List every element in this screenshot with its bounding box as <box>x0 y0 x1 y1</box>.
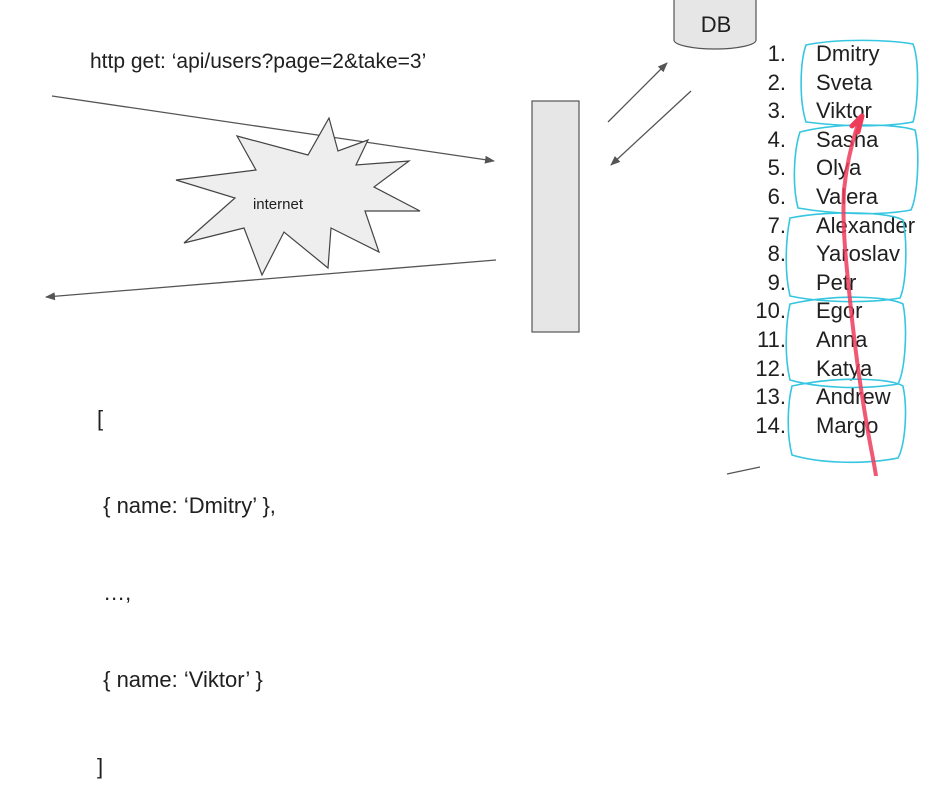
list-item-name: Anna <box>816 327 868 352</box>
list-item-name: Katya <box>816 355 873 381</box>
list-item-name: Margo <box>816 412 879 438</box>
server-to-db-arrow <box>607 62 668 123</box>
list-item-number: 6. <box>767 184 786 209</box>
list-item-name: Olya <box>816 155 862 181</box>
db-label: DB <box>700 12 732 37</box>
list-item-name: Sveta <box>816 69 873 95</box>
response-line: [ <box>97 406 104 431</box>
list-item-number: 5. <box>767 155 786 181</box>
list-item-number: 2. <box>767 69 786 95</box>
response-line: { name: ‘Dmitry’ }, <box>97 493 276 518</box>
db-cylinder <box>673 0 757 50</box>
list-item-number: 10. <box>755 298 786 324</box>
list-item-name: Dmitry <box>816 41 880 66</box>
list-item-name: Sasha <box>816 126 879 152</box>
request-arrow <box>51 95 495 164</box>
response-json: [ { name: ‘Dmitry’ }, …, { name: ‘Viktor… <box>97 346 276 810</box>
list-item-number: 7. <box>767 212 786 238</box>
diagram-canvas <box>45 0 761 475</box>
list-item-number: 14. <box>755 412 786 438</box>
list-item-number: 8. <box>767 241 786 267</box>
response-line: { name: ‘Viktor’ } <box>97 667 263 692</box>
list-item-number: 11. <box>757 327 786 352</box>
server-box <box>531 100 580 333</box>
list-item-number: 4. <box>767 126 786 152</box>
db-to-server-arrow <box>610 90 692 166</box>
response-line: …, <box>97 580 132 605</box>
bottom-right-line <box>726 466 761 475</box>
response-arrow <box>45 259 497 301</box>
list-item-name: Valera <box>816 184 878 209</box>
list-item-name: Yaroslav <box>816 241 900 267</box>
list-item-name: Andrew <box>816 384 891 410</box>
list-item-number: 3. <box>767 98 786 124</box>
list-item-name: Egor <box>816 298 863 324</box>
list-item-number: 9. <box>767 269 786 295</box>
list-item-number: 12. <box>755 355 786 381</box>
request-label: http get: ‘api/users?page=2&take=3’ <box>90 50 427 73</box>
list-item-name: Alexander <box>816 212 916 238</box>
internet-label: internet <box>252 196 304 213</box>
list-item-name: Viktor <box>816 98 872 124</box>
list-item-number: 1. <box>767 41 786 66</box>
internet-starburst <box>175 116 421 277</box>
list-item-name: Petr <box>816 269 857 295</box>
list-item-number: 13. <box>755 384 786 410</box>
response-line: ] <box>97 754 104 779</box>
